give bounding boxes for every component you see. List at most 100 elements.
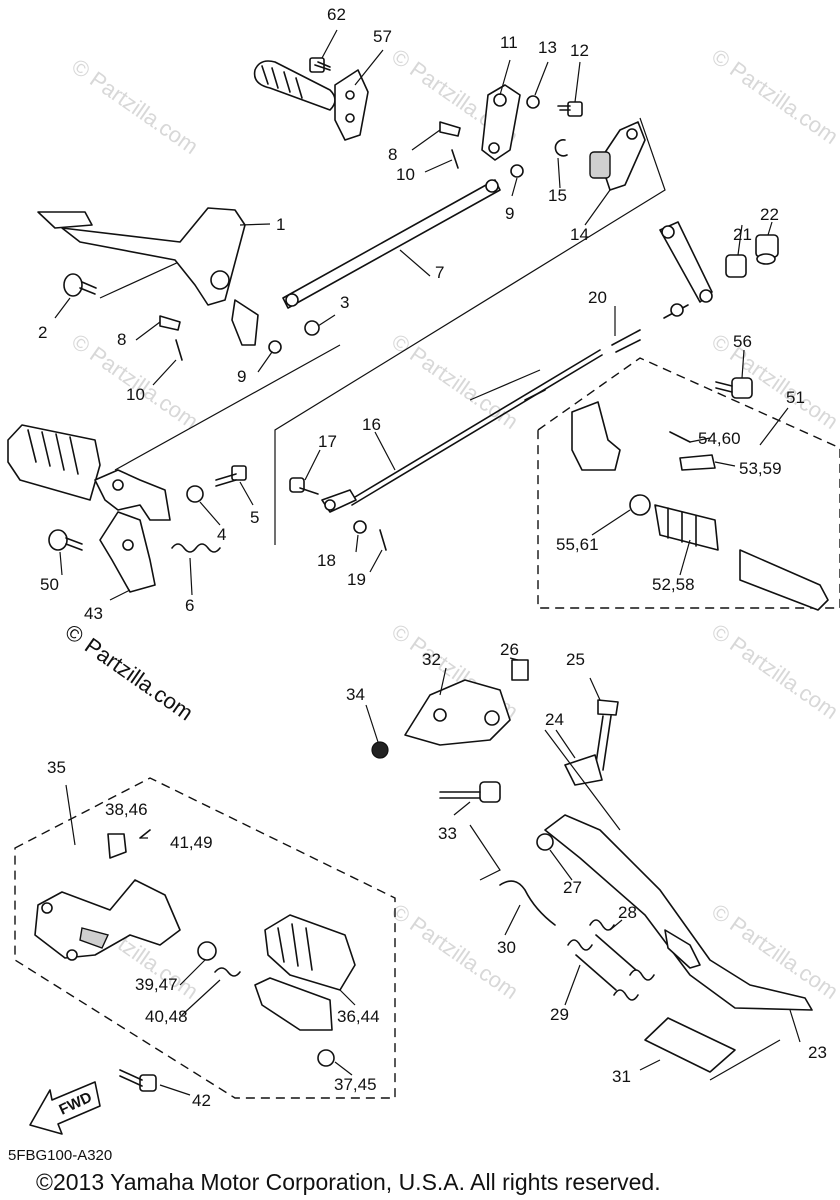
callout-3: 3 [340, 293, 349, 312]
footrest-43 [7, 424, 171, 593]
watermark-symbol: © [61, 619, 89, 649]
nut-37 [317, 1049, 335, 1067]
callout-30: 30 [497, 938, 516, 957]
callout-14: 14 [570, 225, 589, 244]
bolt-22 [755, 234, 779, 265]
pin-8 [439, 121, 461, 137]
callout-19: 19 [347, 570, 366, 589]
shift-lever-21 [659, 221, 747, 303]
spring-29 [567, 939, 639, 1001]
bracket-35 [34, 879, 181, 961]
callout-29: 29 [550, 1005, 569, 1024]
callout-42: 42 [192, 1091, 211, 1110]
watermark: © Partzilla.com [707, 619, 840, 725]
callout-57: 57 [373, 27, 392, 46]
pin-38 [107, 833, 127, 859]
callout-28: 28 [618, 903, 637, 922]
fwd-arrow: FWD [29, 1081, 101, 1135]
callout-17: 17 [318, 432, 337, 451]
callout-16: 16 [362, 415, 381, 434]
callout-21: 21 [733, 225, 752, 244]
spring-28 [589, 919, 655, 981]
callout-11: 11 [500, 33, 518, 52]
callout-56: 56 [733, 332, 752, 351]
nut-27 [536, 833, 554, 851]
nut-34 [371, 741, 389, 759]
callout-26: 26 [500, 640, 519, 659]
callout-20: 20 [588, 288, 607, 307]
callout-13: 13 [538, 38, 557, 57]
washer-9 [510, 164, 524, 178]
bolt-2 [63, 273, 97, 297]
shift-rod-7 [282, 179, 501, 309]
watermark: © Partzilla.com [67, 329, 203, 435]
callout-2: 2 [38, 323, 47, 342]
callout-32: 32 [422, 650, 441, 669]
watermark-text: Partzilla.com [80, 633, 197, 726]
callout-40-48: 40,48 [145, 1007, 188, 1026]
callout-34: 34 [346, 685, 365, 704]
footrest-57 [253, 60, 369, 141]
brake-rod-16 [321, 349, 603, 513]
callout-33: 33 [438, 824, 457, 843]
callout-52-58: 52,58 [652, 575, 695, 594]
washer-13 [526, 95, 540, 109]
callout-6: 6 [185, 596, 194, 615]
callout-54-60: 54,60 [698, 429, 741, 448]
callout-50: 50 [40, 575, 59, 594]
watermark: © Partzilla.com [707, 44, 840, 150]
assembly-outline [99, 117, 666, 545]
washer-3 [304, 320, 320, 336]
washer-9 [268, 340, 282, 354]
callout-10: 10 [396, 165, 415, 184]
bolt-42 [119, 1069, 157, 1092]
callout-35: 35 [47, 758, 66, 777]
callout-1: 1 [276, 215, 285, 234]
bracket-51 [571, 401, 621, 471]
cotter-pin-10 [451, 149, 459, 169]
callout-10: 10 [126, 385, 145, 404]
callout-9: 9 [237, 367, 246, 386]
callout-31: 31 [612, 1067, 631, 1086]
group-35-outline [14, 777, 396, 1099]
callout-8: 8 [117, 330, 126, 349]
spring-30 [499, 880, 556, 926]
grip-52 [654, 504, 829, 611]
cotter-pin-41 [139, 829, 151, 839]
spring-6 [171, 543, 221, 553]
collar-4 [186, 485, 204, 503]
bolt-17 [289, 477, 319, 495]
callout-51: 51 [786, 388, 805, 407]
diagram-code: 5FBG100-A320 [8, 1147, 112, 1164]
washer-55 [629, 494, 651, 516]
callout-4: 4 [217, 525, 226, 544]
callout-8: 8 [388, 145, 397, 164]
callout-53-59: 53,59 [739, 459, 782, 478]
cotter-pin-10 [175, 339, 183, 361]
callout-24: 24 [545, 710, 564, 729]
callout-22: 22 [760, 205, 779, 224]
cotter-pin-54 [669, 431, 691, 443]
bolt-12 [557, 101, 583, 117]
bolt-33 [439, 781, 501, 803]
bolt-50 [48, 529, 83, 551]
watermark: © Partzilla.com [67, 54, 203, 160]
cotter-pin-19 [379, 529, 387, 551]
callout-36-44: 36,44 [337, 1007, 380, 1026]
bushing-39 [197, 941, 217, 961]
bolt-25 [594, 699, 619, 771]
callout-5: 5 [250, 508, 259, 527]
side-stand-23 [544, 814, 813, 1011]
washer-18 [353, 520, 367, 534]
collar-26 [511, 659, 529, 681]
callout-18: 18 [317, 551, 336, 570]
bracket-24 [564, 754, 603, 786]
callout-55-61: 55,61 [556, 535, 599, 554]
cover-31 [644, 1017, 736, 1073]
callout-23: 23 [808, 1043, 827, 1062]
callout-62: 62 [327, 5, 346, 24]
lever-14 [589, 121, 646, 191]
leader-lines [54, 29, 801, 1096]
bolt-5 [215, 465, 247, 487]
